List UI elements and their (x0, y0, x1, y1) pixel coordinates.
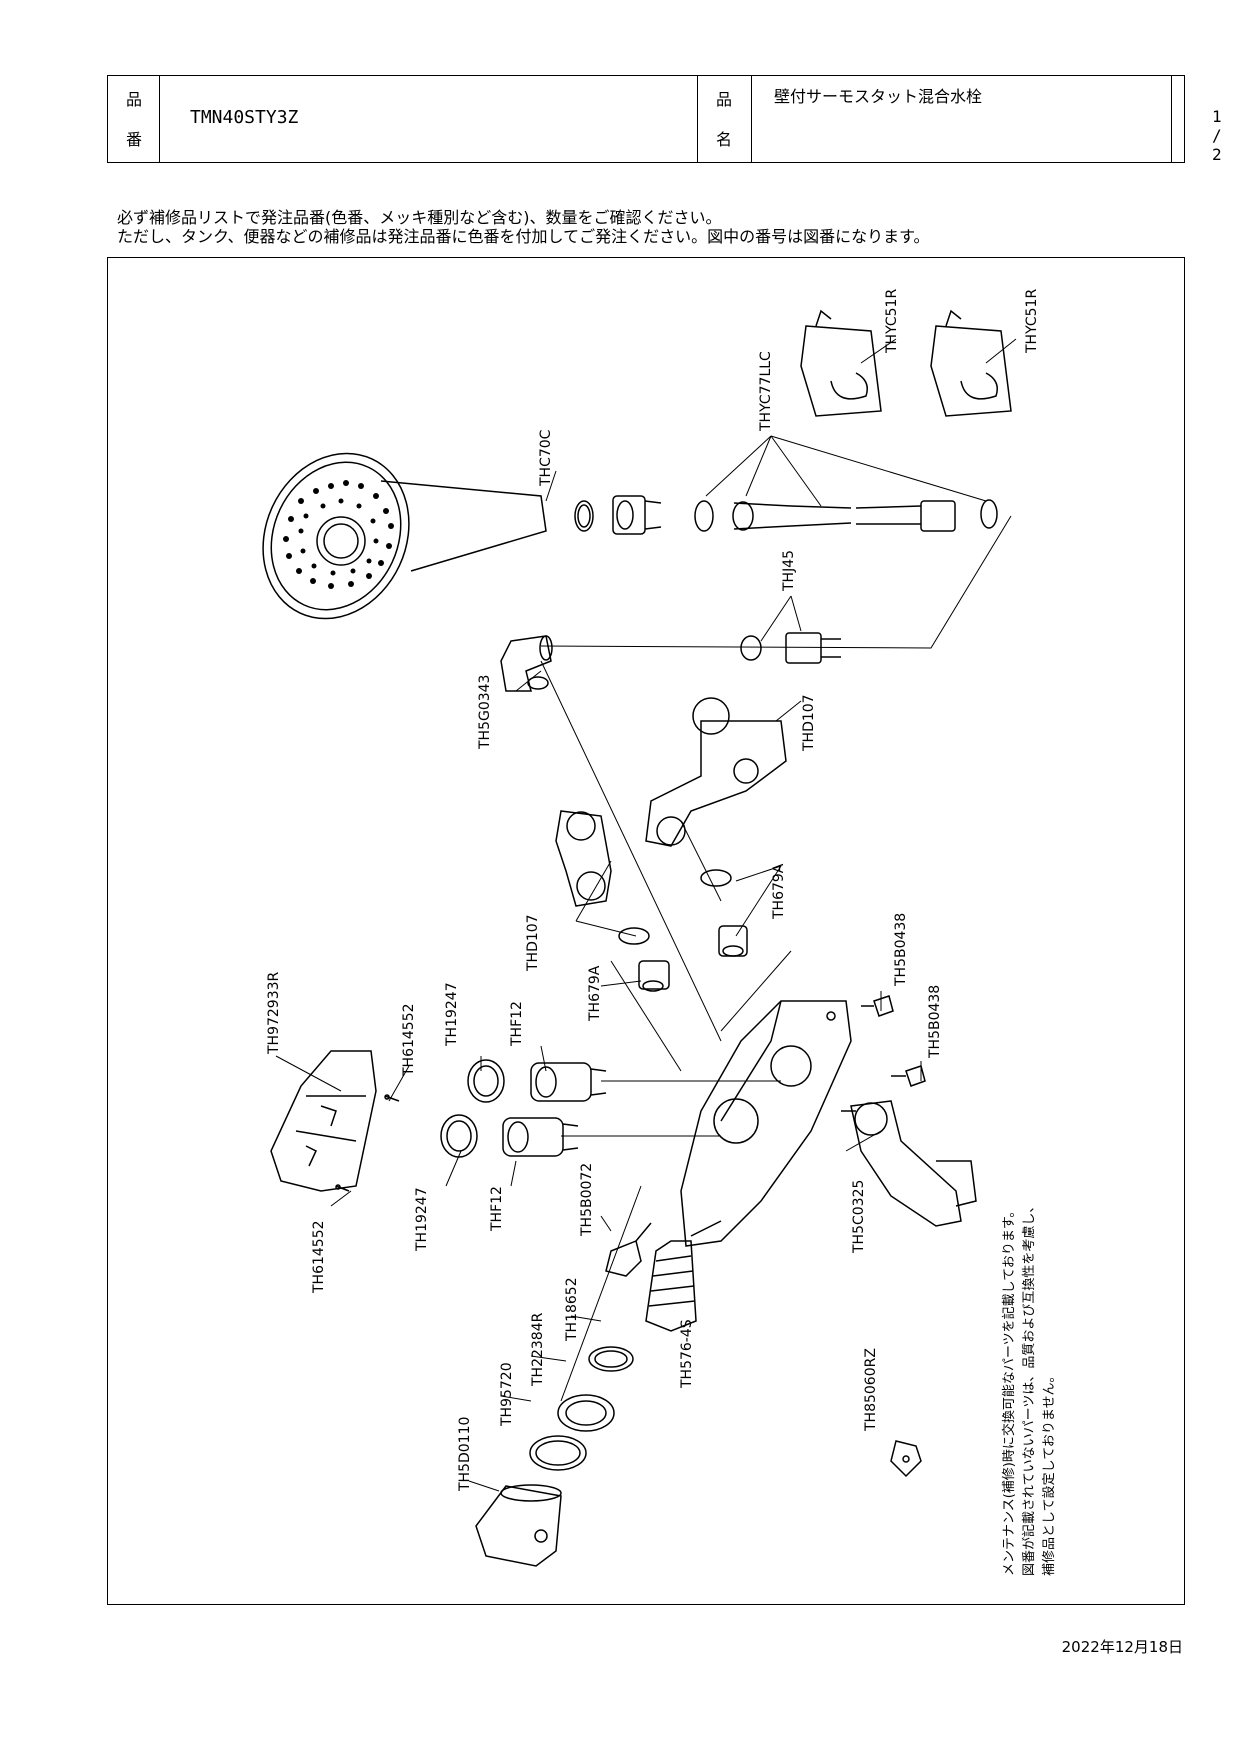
part-label-th972933r: TH972933R (266, 971, 282, 1055)
screw-th614552-top (384, 1094, 400, 1102)
maintenance-note-line: 図番が記載されていないパーツは、品質および互換性を考慮し、 (1021, 1200, 1037, 1576)
o-ring-th679a-top (700, 869, 748, 957)
hook-thyc51r-1 (800, 309, 882, 417)
part-label-thf12: THF12 (509, 1001, 525, 1047)
page-indicator: 1 / 2 (1212, 107, 1222, 164)
part-label-th18652: TH18652 (564, 1277, 580, 1342)
order-note-line: ただし、タンク、便器などの補修品は発注品番に色番を付加してご発注ください。図中の… (117, 227, 930, 246)
part-label-th5c0325: TH5C0325 (851, 1180, 867, 1254)
hose-ring-left (694, 500, 714, 532)
maintenance-note-line: 補修品として設定しておりません。 (1041, 1370, 1057, 1576)
part-label-thf12: THF12 (489, 1186, 505, 1232)
ring-th95720 (529, 1435, 587, 1471)
part-label-th5b0438: TH5B0438 (927, 985, 943, 1059)
cap-th19247-bottom (440, 1114, 478, 1158)
part-label-thyc77llc: THYC77LLC (758, 351, 774, 432)
part-label-thd107: THD107 (525, 914, 541, 972)
assembly-lines (540, 515, 1012, 1402)
part-label-th19247: TH19247 (444, 982, 460, 1047)
handle-th972933r (270, 1050, 377, 1192)
handle-th5c0325 (841, 1100, 977, 1227)
thc70c-ring (574, 500, 594, 532)
screw-th614552-bottom (335, 1184, 350, 1192)
leader-lines (275, 338, 1017, 1492)
hose-connectors (740, 632, 841, 664)
cartridge-th576-4s (645, 1240, 697, 1332)
screw-th5b0438-2 (891, 1065, 926, 1087)
part-label-th5b0438: TH5B0438 (893, 913, 909, 987)
order-note-line: 必ず補修品リストで発注品番(色番、メッキ種別など含む)、数量をご確認ください。 (117, 208, 722, 227)
part-label-th5b0072: TH5B0072 (579, 1163, 595, 1237)
part-label-th19247: TH19247 (414, 1187, 430, 1252)
spout-thd107-top (645, 697, 787, 847)
part-label-th679a: TH679A (587, 965, 603, 1022)
product-name-label-cell: 品 名 (698, 76, 752, 162)
product-number-cell: TMN40STY3Z (160, 76, 698, 162)
exploded-parts-diagram: THC70C THYC77LLC THYC51R THYC51R THJ45 T… (262, 289, 1057, 1576)
part-label-th679a: TH679A (771, 863, 787, 920)
part-label-th614552: TH614552 (311, 1220, 327, 1294)
ring-th22384r (557, 1394, 615, 1432)
sleeve-th5d0110 (475, 1484, 562, 1567)
part-label-th5d0110: TH5D0110 (457, 1417, 473, 1492)
part-label-th576-4s: TH576-4S (679, 1319, 695, 1389)
cartridge-thf12-bottom (502, 1117, 579, 1157)
part-label-thj45: THJ45 (781, 550, 797, 592)
maintenance-note-line: メンテナンス(補修)時に交換可能なパーツを記載しております。 (1001, 1204, 1017, 1576)
hook-thyc51r-2 (930, 309, 1012, 417)
cartridge-thf12-top (530, 1062, 607, 1102)
cap-th19247-top (467, 1059, 505, 1103)
shower-head-drawing (262, 452, 547, 620)
part-label-thc70c: THC70C (538, 429, 554, 487)
page-indicator-cell: 1 / 2 (1172, 76, 1222, 164)
valve-body (680, 1000, 852, 1247)
product-name-label-2: 名 (716, 130, 733, 149)
product-number: TMN40STY3Z (190, 107, 299, 128)
product-name-cell: 壁付サーモスタット混合水栓 (752, 76, 1172, 162)
o-ring-th679a-left (618, 927, 670, 992)
spout-thd107-left (555, 810, 612, 907)
order-notes: 必ず補修品リストで発注品番(色番、メッキ種別など含む)、数量をご確認ください。 … (117, 208, 929, 246)
elbow-th5g0343 (500, 635, 553, 692)
hose-nut-left (612, 495, 662, 535)
part-label-thyc51r: THYC51R (1024, 289, 1040, 354)
shower-hose (732, 499, 998, 532)
product-number-label-1: 品 (126, 90, 143, 109)
ring-th18652 (588, 1346, 634, 1372)
product-number-label-2: 番 (126, 130, 143, 149)
part-label-thd107: THD107 (801, 694, 817, 752)
product-number-label-cell: 品 番 (108, 76, 160, 162)
product-name-label-1: 品 (716, 90, 733, 109)
part-label-thyc51r: THYC51R (884, 289, 900, 354)
insert-th5b0072 (605, 1222, 652, 1277)
product-name: 壁付サーモスタット混合水栓 (774, 87, 983, 106)
key-th85060rz (890, 1440, 922, 1478)
part-label-th22384r: TH22384R (530, 1312, 546, 1387)
screw-th5b0438-1 (861, 995, 894, 1017)
part-labels: THC70C THYC77LLC THYC51R THYC51R THJ45 T… (266, 289, 1057, 1576)
exploded-diagram-frame: THC70C THYC77LLC THYC51R THYC51R THJ45 T… (107, 257, 1185, 1605)
document-date: 2022年12月18日 (1061, 1638, 1183, 1656)
header-table: 品 番 TMN40STY3Z 品 名 壁付サーモスタット混合水栓 1 / 2 (107, 75, 1222, 164)
part-label-th85060rz: TH85060RZ (863, 1348, 879, 1432)
part-label-th5g0343: TH5G0343 (477, 675, 493, 750)
part-label-th95720: TH95720 (499, 1362, 515, 1427)
part-label-th614552: TH614552 (401, 1003, 417, 1077)
